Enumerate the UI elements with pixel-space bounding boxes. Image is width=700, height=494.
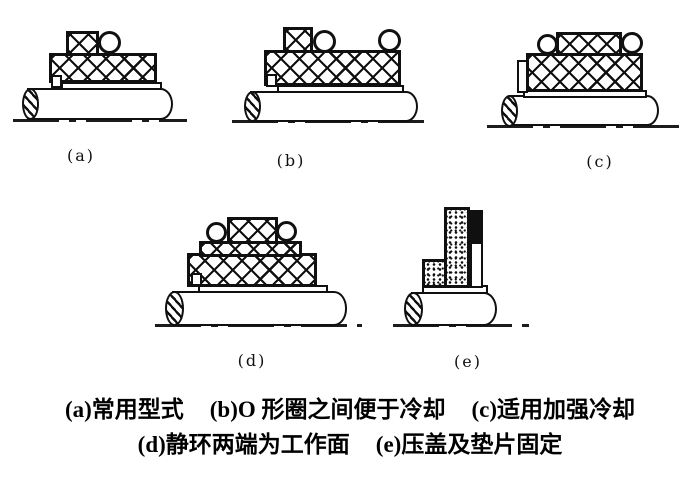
o-ring-right — [378, 29, 401, 52]
panel-b-label: (b) — [276, 151, 306, 170]
panel-e-label: (e) — [454, 352, 482, 371]
shaft — [172, 291, 347, 326]
gland-body-stipple — [444, 207, 470, 288]
caption-d: (d)静环两端为工作面 — [137, 432, 350, 457]
caption-line-1: (a)常用型式 (b)O 形圈之间便于冷却 (c)适用加强冷却 — [0, 396, 700, 423]
o-ring-left — [206, 222, 227, 243]
o-ring-left — [313, 30, 336, 53]
shaft-end-ellipse — [244, 91, 261, 122]
panel-a-label: (a) — [66, 146, 96, 165]
seal-notch — [191, 273, 202, 286]
shaft-end-ellipse — [22, 88, 39, 120]
shaft — [411, 292, 497, 326]
centerline — [13, 119, 187, 122]
seal-top-tier — [227, 217, 278, 244]
sleeve-plate — [277, 85, 404, 93]
o-ring — [98, 31, 121, 54]
shaft — [250, 91, 418, 122]
caption-c: (c)适用加强冷却 — [471, 397, 636, 422]
shaft-end-ellipse — [501, 95, 518, 127]
panel-d-label: (d) — [237, 351, 267, 370]
shaft-end-ellipse — [404, 292, 423, 326]
o-ring-right — [276, 221, 297, 242]
shaft — [509, 95, 659, 126]
panel-c-label: (c) — [586, 152, 614, 171]
shaft — [27, 88, 173, 120]
shaft-end-ellipse — [165, 291, 184, 326]
caption-e: (e)压盖及垫片固定 — [375, 432, 563, 457]
caption-b: (b)O 形圈之间便于冷却 — [209, 397, 446, 422]
o-ring-left — [537, 34, 558, 55]
clamp-bar — [470, 210, 483, 243]
caption-a: (a)常用型式 — [64, 397, 184, 422]
seal-main-block — [49, 53, 157, 83]
seal-top-block — [283, 27, 313, 53]
sleeve-plate — [61, 82, 162, 90]
seal-bottom-tier — [187, 253, 317, 287]
seal-top-block — [66, 31, 99, 56]
seal-main-block — [526, 53, 643, 92]
clamp-channel — [470, 242, 483, 288]
o-ring-right — [621, 32, 643, 54]
seal-top-block — [556, 32, 622, 56]
centerline — [487, 125, 679, 128]
seal-notch — [266, 74, 277, 87]
seal-notch — [51, 75, 62, 88]
seal-main-block — [264, 50, 401, 86]
caption-line-2: (d)静环两端为工作面 (e)压盖及垫片固定 — [0, 431, 700, 458]
